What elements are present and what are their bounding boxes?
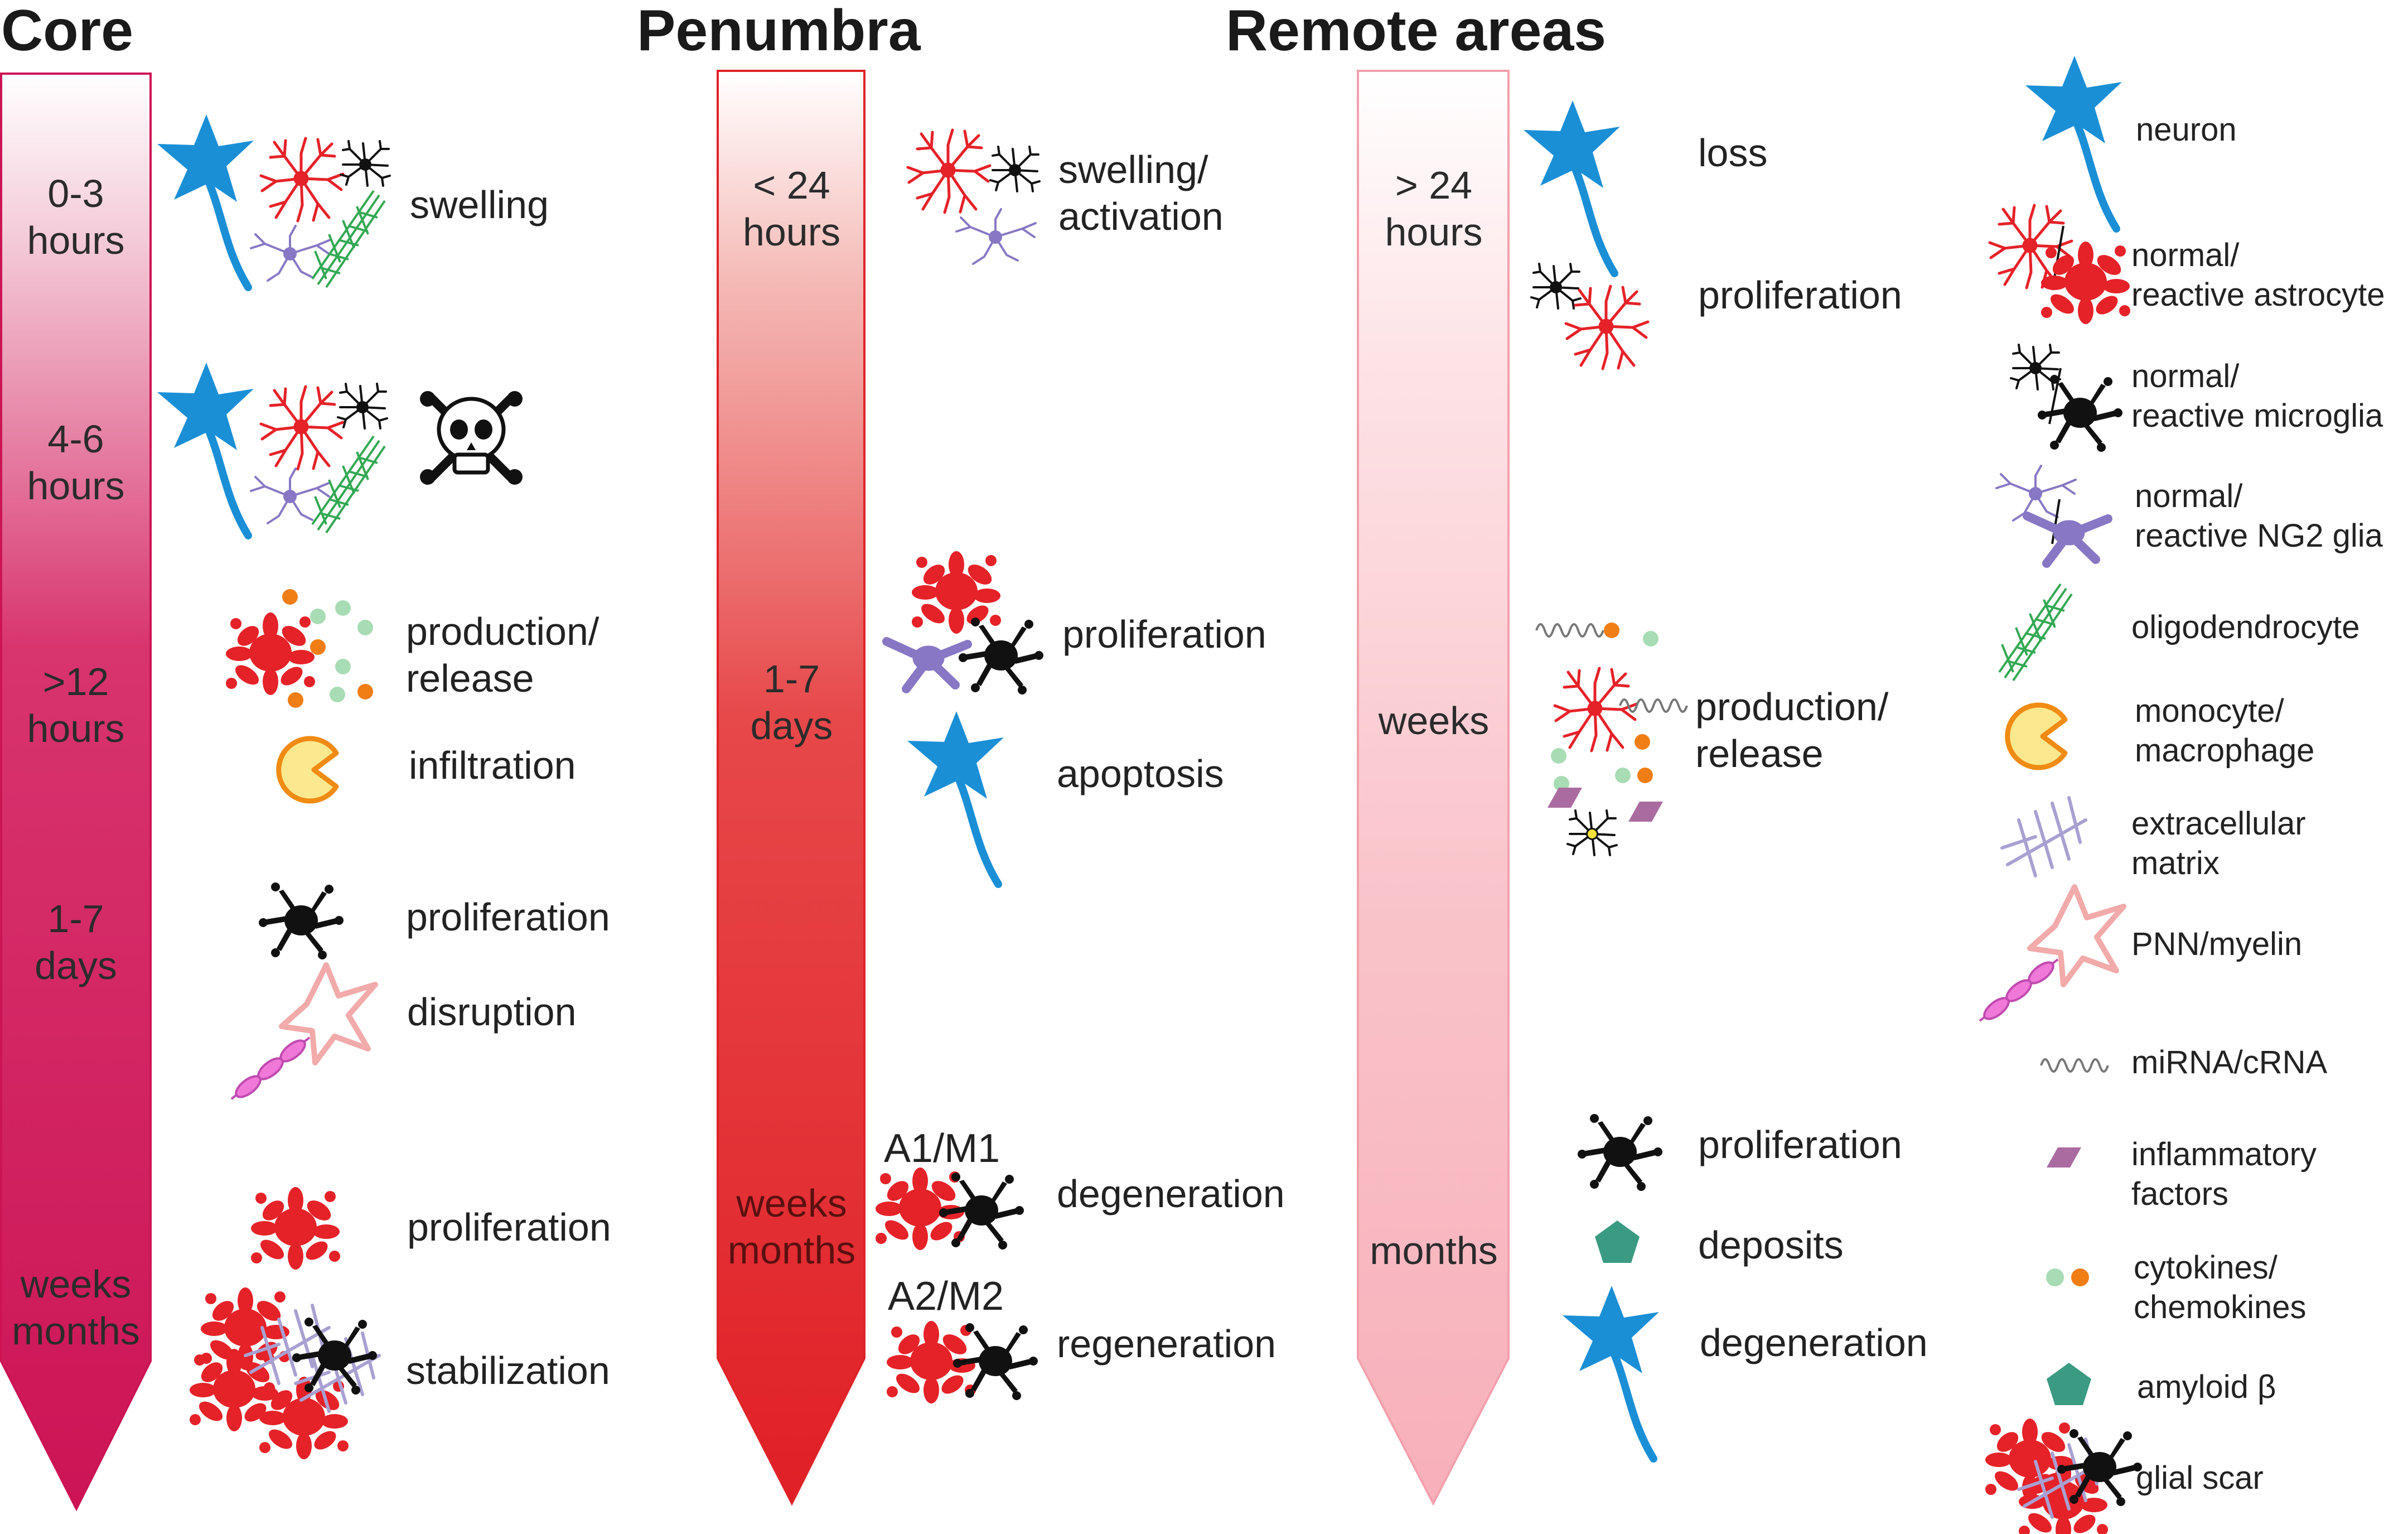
remote-event-proliferation: proliferation <box>1698 273 1902 317</box>
legend-pnn-myelin: PNN/myelin <box>2131 926 2303 962</box>
legend-astrocyte: normal/reactive astrocyte <box>2131 237 2385 313</box>
core-event-disruption: disruption <box>407 990 577 1034</box>
core-event-infiltration: infiltration <box>409 744 576 787</box>
remote-event-degeneration: degeneration <box>1700 1321 1928 1364</box>
penumbra-event-degeneration: degeneration <box>1057 1172 1285 1215</box>
legend-monocyte: monocyte/macrophage <box>2135 693 2315 769</box>
legend-amyloid: amyloid β <box>2137 1369 2276 1405</box>
core-heading: Core <box>1 0 133 63</box>
legend-glial-scar: glial scar <box>2136 1460 2264 1496</box>
penumbra-event-regeneration: regeneration <box>1057 1322 1276 1366</box>
remote-time-2: months <box>1370 1229 1498 1272</box>
remote-event-production-release: production/release <box>1695 685 1889 775</box>
core-event-proliferation-late: proliferation <box>407 1205 611 1249</box>
core-event-swelling: swelling <box>410 183 549 226</box>
remote-time-1: weeks <box>1378 699 1490 742</box>
core-event-stabilization: stabilization <box>406 1349 610 1392</box>
legend-cytokines: cytokines/chemokines <box>2134 1250 2307 1325</box>
legend-ng2-glia: normal/reactive NG2 glia <box>2135 478 2383 554</box>
core-event-proliferation: proliferation <box>406 895 610 939</box>
core-time-arrow <box>0 73 152 1512</box>
penumbra-time-arrow <box>717 70 865 1506</box>
remote-event-deposits: deposits <box>1698 1223 1844 1267</box>
penumbra-subtype-a2m2: A2/M2 <box>888 1274 1004 1319</box>
remote-heading: Remote areas <box>1226 0 1607 63</box>
penumbra-heading: Penumbra <box>637 0 921 63</box>
remote-time-arrow <box>1357 70 1510 1506</box>
legend-microglia: normal/reactive microglia <box>2131 358 2383 434</box>
penumbra-event-apoptosis: apoptosis <box>1057 752 1224 795</box>
core-event-production-release: production/release <box>406 610 599 700</box>
legend-oligodendrocyte: oligodendrocyte <box>2131 609 2360 645</box>
penumbra-subtype-a1m1: A1/M1 <box>884 1126 1000 1171</box>
penumbra-event-proliferation: proliferation <box>1062 612 1266 656</box>
legend-neuron: neuron <box>2136 112 2237 148</box>
penumbra-event-swelling-activation: swelling/activation <box>1058 148 1224 238</box>
legend-mirna: miRNA/cRNA <box>2131 1044 2328 1080</box>
remote-event-proliferation-late: proliferation <box>1698 1123 1902 1166</box>
remote-event-loss: loss <box>1698 131 1768 175</box>
